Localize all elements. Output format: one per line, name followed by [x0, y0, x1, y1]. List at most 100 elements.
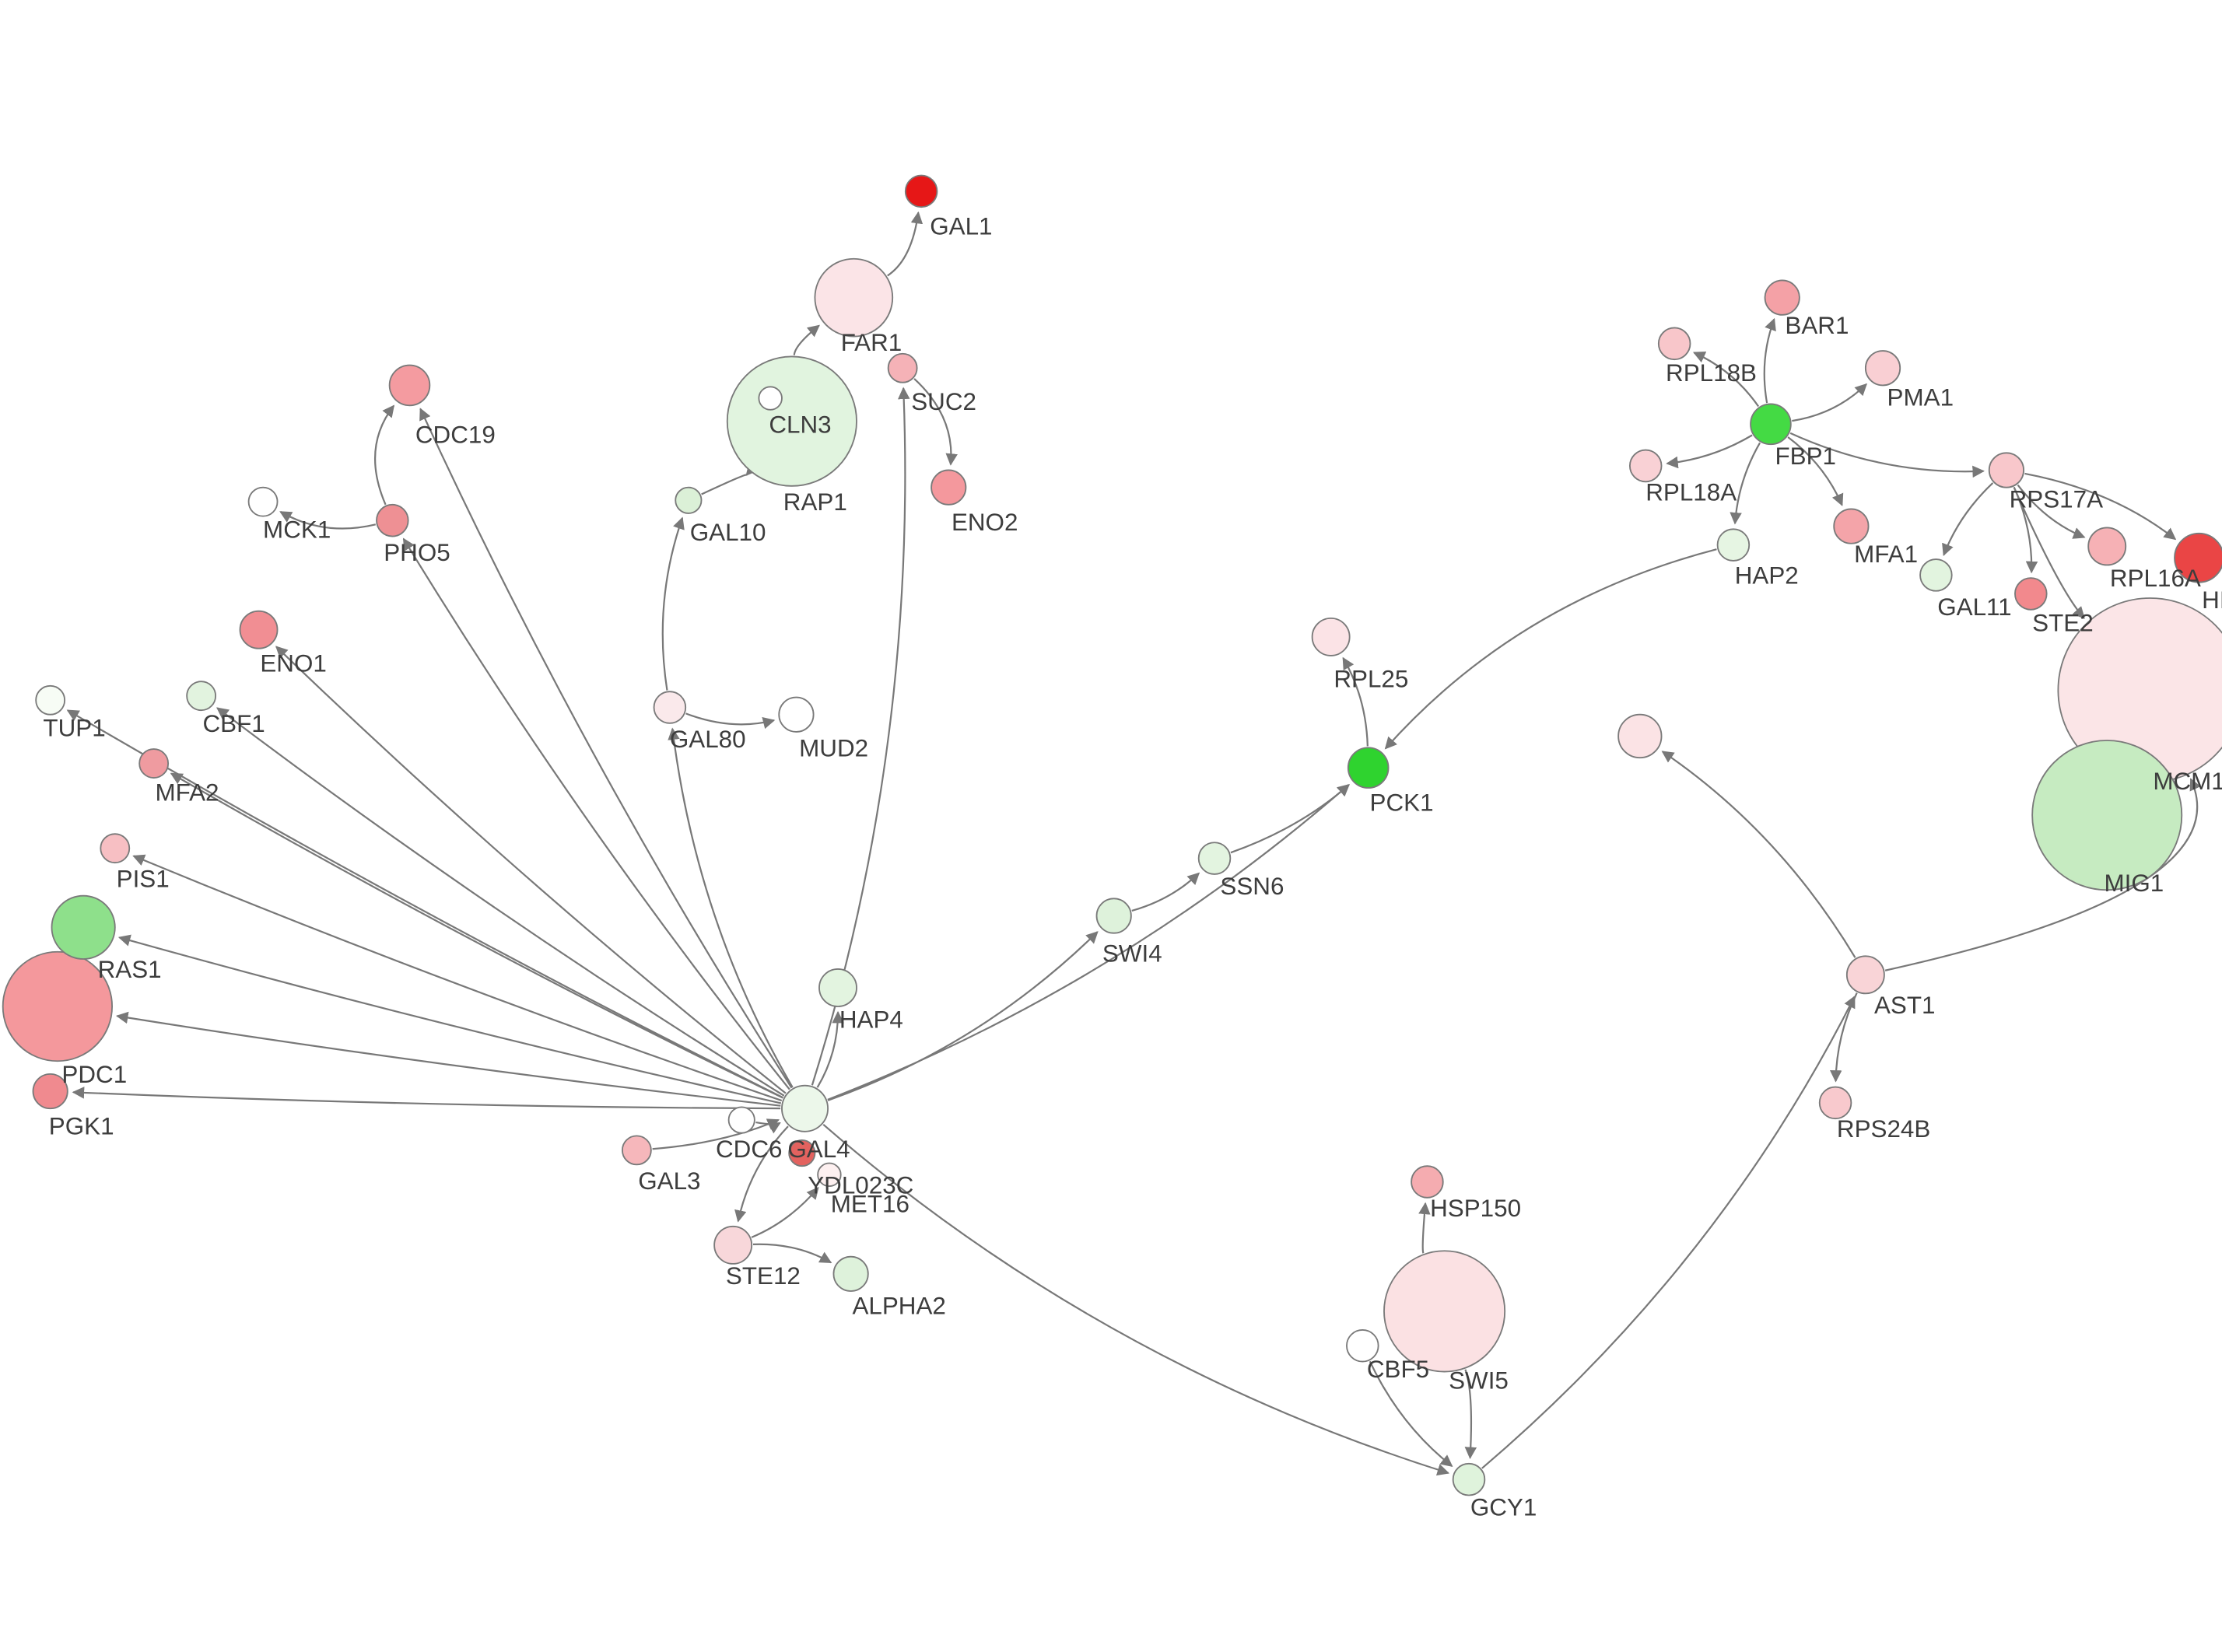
node-GAL3[interactable]: [621, 1135, 652, 1166]
node-ENO1[interactable]: [239, 610, 279, 649]
node-RPL18A[interactable]: [1628, 449, 1663, 483]
node-AST1[interactable]: [1845, 955, 1885, 995]
node-PHO5[interactable]: [376, 503, 409, 537]
node-CDC6[interactable]: [727, 1106, 755, 1134]
node-GCY1[interactable]: [1452, 1462, 1486, 1496]
node-label-GAL11: GAL11: [1937, 593, 2011, 621]
edge-FBP1-HAP2: [1730, 442, 1761, 525]
edge-AST1-UNL1: [1661, 751, 1856, 958]
node-RPS17A[interactable]: [1988, 452, 2024, 488]
node-HAP2[interactable]: [1716, 528, 1751, 562]
node-label-GAL3: GAL3: [638, 1167, 700, 1195]
node-ENO2[interactable]: [931, 469, 967, 506]
node-CBF5[interactable]: [1346, 1328, 1379, 1363]
node-label-HIS4: HIS4: [2202, 586, 2222, 614]
edge-GAL3-GAL4: [652, 1118, 780, 1150]
node-SWI4[interactable]: [1095, 898, 1132, 934]
node-label-RAP1: RAP1: [783, 488, 847, 516]
node-label-FAR1: FAR1: [841, 329, 902, 356]
node-label-RPL18B: RPL18B: [1666, 359, 1757, 387]
node-label-GAL4: GAL4: [787, 1136, 850, 1163]
node-RPL16A[interactable]: [2087, 527, 2127, 566]
edge-RPS17A-MCM1: [2013, 487, 2085, 619]
node-SSN6[interactable]: [1197, 842, 1232, 875]
edge-RPS17A-GAL11: [1942, 482, 1994, 556]
edge-HAP2-PCK1: [1384, 548, 1717, 750]
edge-GAL80-MUD2: [685, 712, 776, 730]
node-STE12[interactable]: [713, 1225, 753, 1265]
node-label-RPS17A: RPS17A: [2010, 486, 2103, 513]
node-YDL023C[interactable]: [788, 1139, 816, 1167]
node-label-GCY1: GCY1: [1470, 1493, 1537, 1521]
node-HIS4[interactable]: [2174, 532, 2222, 583]
node-HAP4[interactable]: [818, 968, 857, 1007]
node-label-PDC1: PDC1: [61, 1061, 127, 1088]
node-label-CDC19: CDC19: [415, 421, 496, 448]
node-RPL25[interactable]: [1311, 617, 1351, 656]
node-MCK1[interactable]: [247, 486, 279, 517]
node-CLN3[interactable]: [726, 355, 857, 487]
node-label-BAR1: BAR1: [1785, 312, 1849, 339]
node-label-RPL16A: RPL16A: [2110, 565, 2201, 592]
edge-GAL4-SWI4: [827, 931, 1099, 1101]
node-HSP150[interactable]: [1411, 1165, 1444, 1199]
edge-GAL4-MFA2: [170, 772, 783, 1099]
edge-SWI5-GCY1: [1464, 1369, 1477, 1460]
node-PDC1[interactable]: [2, 950, 114, 1062]
node-label-HSP150: HSP150: [1430, 1195, 1521, 1222]
edge-SSN6-PCK1: [1230, 784, 1350, 854]
node-CBF1[interactable]: [186, 681, 217, 712]
node-RPL18B[interactable]: [1657, 327, 1691, 361]
edge-GAL4-ENO1: [275, 646, 787, 1094]
node-SWI5[interactable]: [1383, 1250, 1506, 1373]
edge-FBP1-RPL18B: [1692, 352, 1760, 408]
node-label-CBF1: CBF1: [202, 710, 265, 737]
node-MIG1[interactable]: [2031, 740, 2183, 891]
node-label-PGK1: PGK1: [49, 1113, 114, 1140]
node-label-FBP1: FBP1: [1775, 443, 1836, 470]
node-MFA1[interactable]: [1833, 508, 1870, 544]
node-GAL4[interactable]: [781, 1084, 829, 1132]
node-SUC2[interactable]: [887, 352, 918, 383]
node-MET16[interactable]: [817, 1162, 842, 1187]
node-label-MCK1: MCK1: [263, 516, 331, 543]
node-STE2[interactable]: [2014, 577, 2048, 611]
node-MFA2[interactable]: [138, 748, 170, 779]
node-PGK1[interactable]: [32, 1073, 68, 1110]
node-PCK1[interactable]: [1347, 747, 1390, 789]
node-GAL1[interactable]: [904, 174, 938, 208]
node-BAR1[interactable]: [1764, 279, 1800, 316]
node-CDC19[interactable]: [388, 364, 431, 407]
edge-GAL4-GAL80: [668, 727, 794, 1088]
node-PIS1[interactable]: [100, 833, 131, 864]
edge-GAL4-PIS1: [132, 854, 783, 1102]
node-RAS1[interactable]: [51, 894, 116, 960]
node-label-YDL023C: YDL023C: [808, 1171, 913, 1199]
node-RPS24B[interactable]: [1818, 1086, 1852, 1120]
edge-GAL4-PHO5: [402, 537, 790, 1090]
node-FBP1[interactable]: [1750, 403, 1792, 446]
edge-layer: [66, 211, 2201, 1476]
node-label-PMA1: PMA1: [1887, 383, 1954, 411]
node-GAL80[interactable]: [653, 691, 687, 724]
node-label-MIG1: MIG1: [2105, 870, 2164, 897]
node-label-HAP4: HAP4: [839, 1006, 903, 1034]
node-RAP1[interactable]: [758, 386, 783, 411]
node-GAL10[interactable]: [675, 486, 703, 514]
node-label-MET16: MET16: [831, 1190, 909, 1217]
node-UNL1[interactable]: [1617, 713, 1663, 759]
node-label-CDC6: CDC6: [716, 1136, 782, 1163]
node-label-TUP1: TUP1: [43, 714, 105, 741]
node-GAL11[interactable]: [1919, 558, 1953, 592]
edge-FAR1-GAL1: [887, 211, 923, 277]
node-label-GAL10: GAL10: [690, 519, 766, 546]
node-MUD2[interactable]: [778, 696, 815, 733]
node-label-SWI5: SWI5: [1449, 1367, 1509, 1395]
edge-GAL4-CDC19: [419, 408, 793, 1089]
node-FAR1[interactable]: [814, 257, 894, 338]
node-PMA1[interactable]: [1864, 350, 1901, 387]
node-label-SWI4: SWI4: [1102, 940, 1162, 968]
node-TUP1[interactable]: [35, 684, 66, 716]
node-ALPHA2[interactable]: [832, 1255, 869, 1292]
